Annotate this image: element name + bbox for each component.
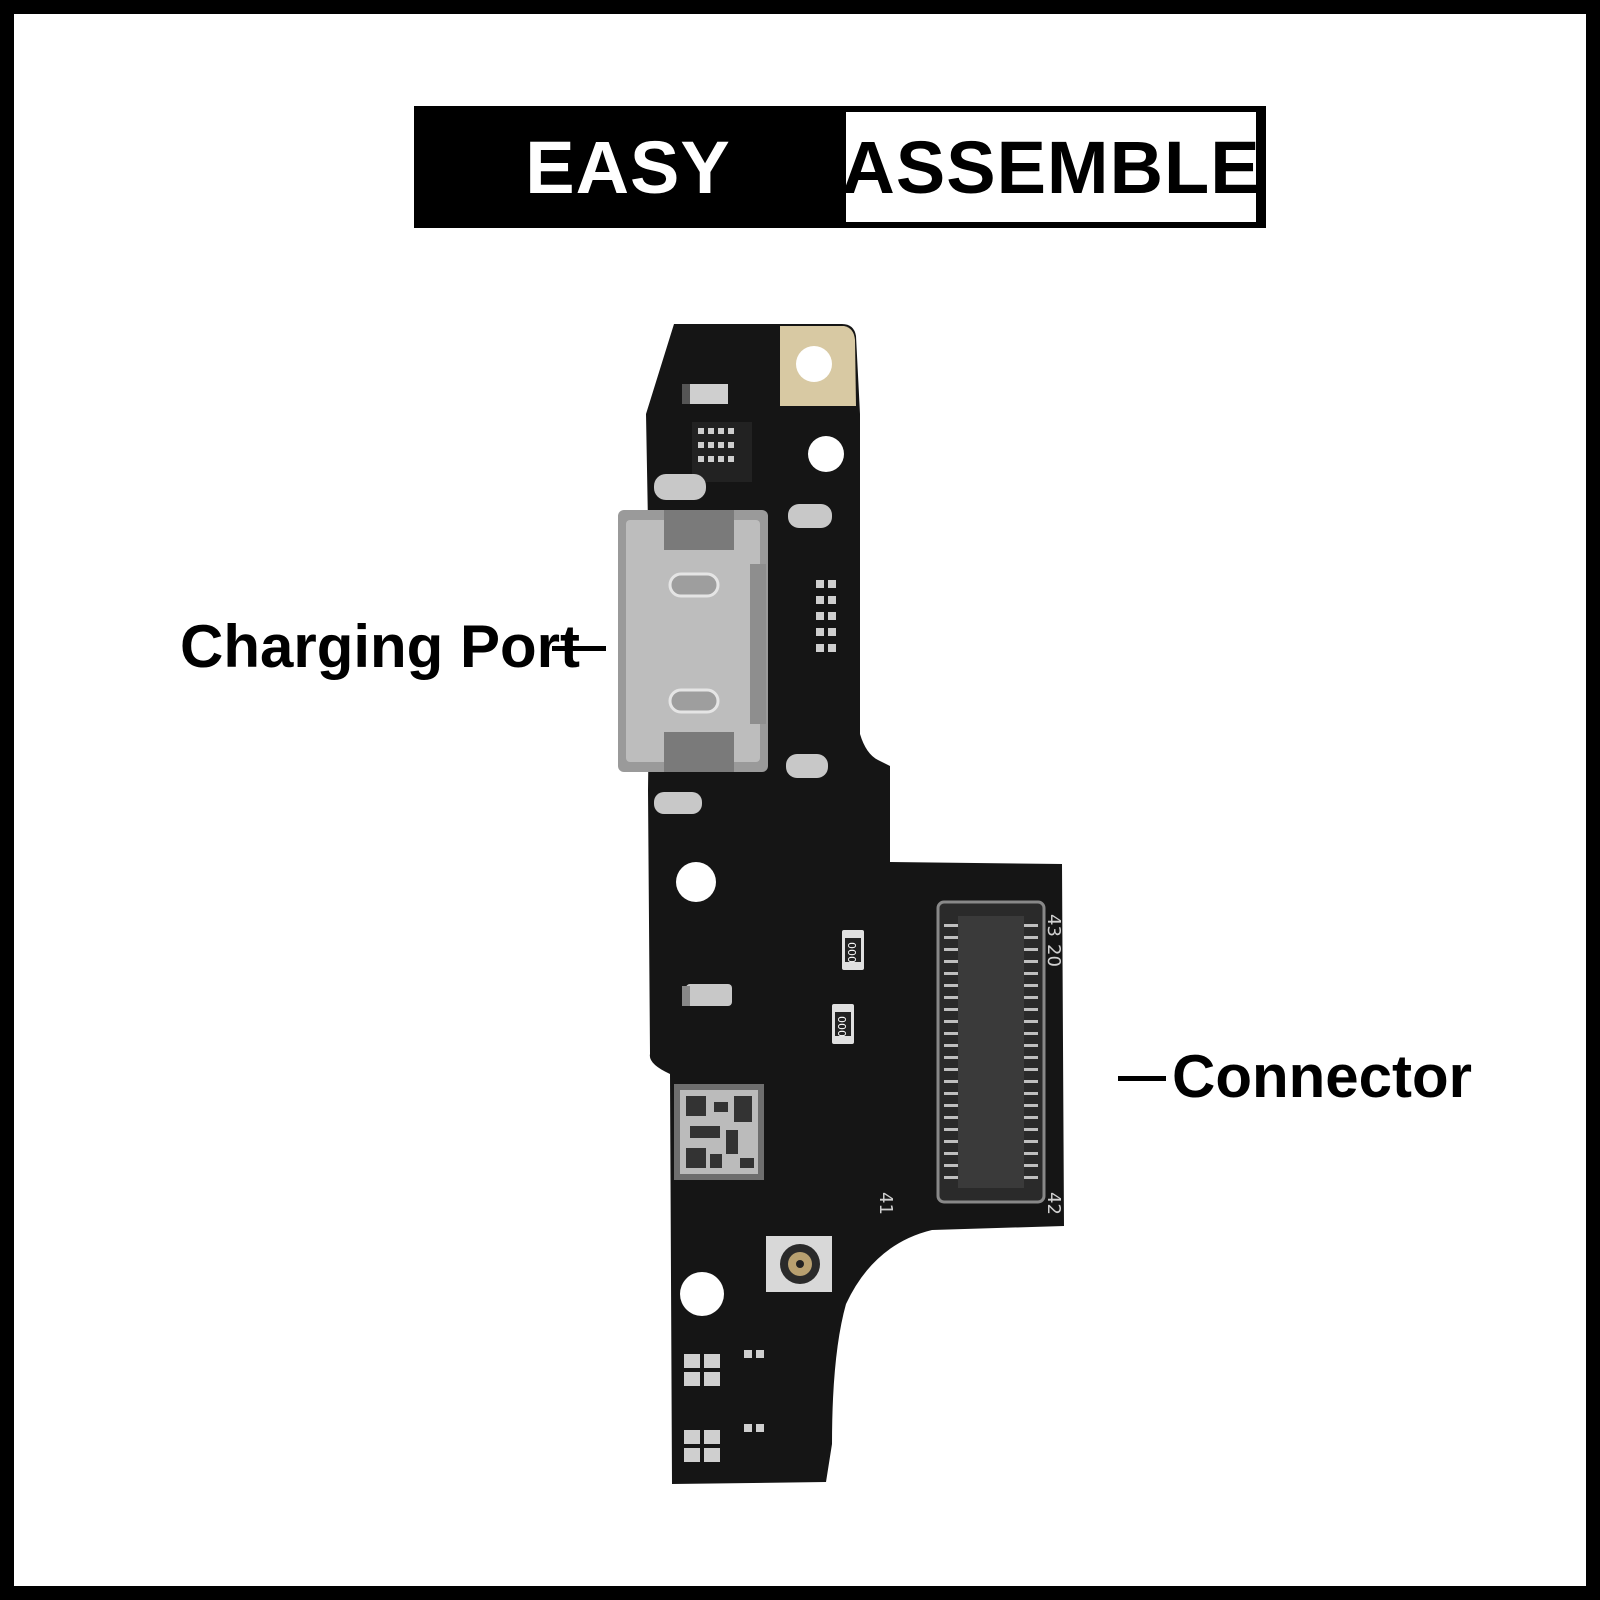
pin-marking-20: 20: [1043, 944, 1064, 967]
board-to-board-connector: [936, 900, 1046, 1204]
resistor-marking-b: 000: [835, 1016, 848, 1037]
connector-leader-line: [1118, 1076, 1166, 1081]
charging-port-leader-line: [552, 646, 606, 651]
pin-marking-42: 42: [1043, 1192, 1064, 1215]
silkscreen-markings: 43 20 42 41 000 000: [835, 914, 1064, 1215]
mounting-hole: [680, 1272, 724, 1316]
resistor: [832, 1004, 854, 1044]
charging-port-label: Charging Port: [180, 613, 580, 680]
banner-easy-text: EASY: [525, 125, 731, 209]
micro-usb-port: [618, 510, 768, 772]
mounting-hole: [808, 436, 844, 472]
image-frame: EASY ASSEMBLE Charging Port Connector: [14, 14, 1586, 1586]
antenna-coax-connector: [766, 1236, 832, 1292]
pin-marking-41: 41: [875, 1192, 896, 1215]
mounting-hole: [676, 862, 716, 902]
mounting-hole: [796, 346, 832, 382]
lower-solder-pads: [682, 986, 764, 1462]
resistor-marking-a: 000: [845, 942, 858, 963]
title-banner: EASY ASSEMBLE: [414, 106, 1266, 228]
banner-assemble-text: ASSEMBLE: [841, 112, 1260, 222]
metal-solder-tabs: [654, 474, 832, 1006]
top-chip-array: [682, 384, 752, 482]
data-matrix-chip: [674, 1084, 764, 1180]
connector-label: Connector: [1172, 1043, 1472, 1110]
pin-marking-43: 43: [1043, 914, 1064, 937]
component-column: [816, 580, 836, 652]
charging-board-photo: 43 20 42 41 000 000: [618, 324, 1064, 1484]
resistor: [842, 930, 864, 970]
